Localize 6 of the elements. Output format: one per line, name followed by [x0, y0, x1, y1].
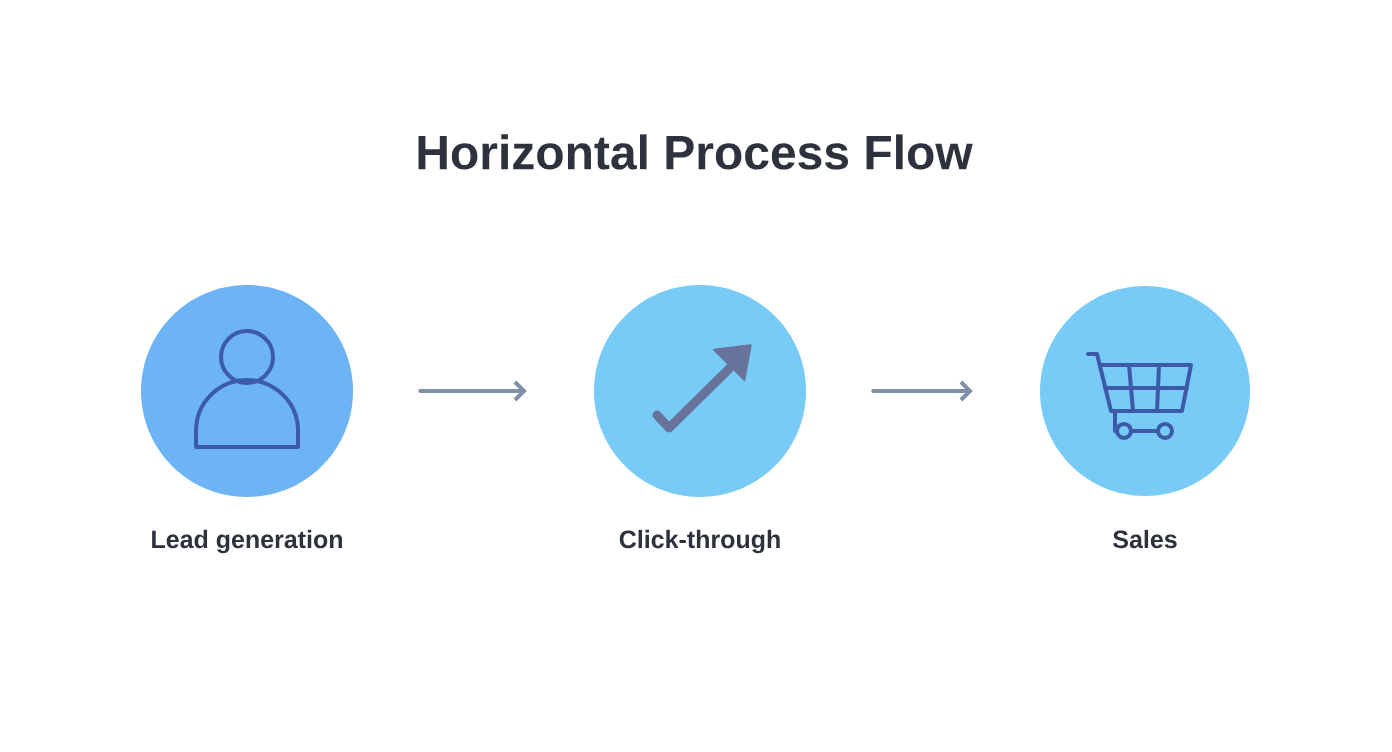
arrow [418, 380, 527, 402]
title: Horizontal Process Flow [418, 134, 973, 170]
node-label: Sales [1113, 529, 1177, 549]
node-label: Lead generation [152, 529, 342, 554]
arrow [871, 380, 973, 402]
node-label: Click-through [619, 529, 780, 554]
